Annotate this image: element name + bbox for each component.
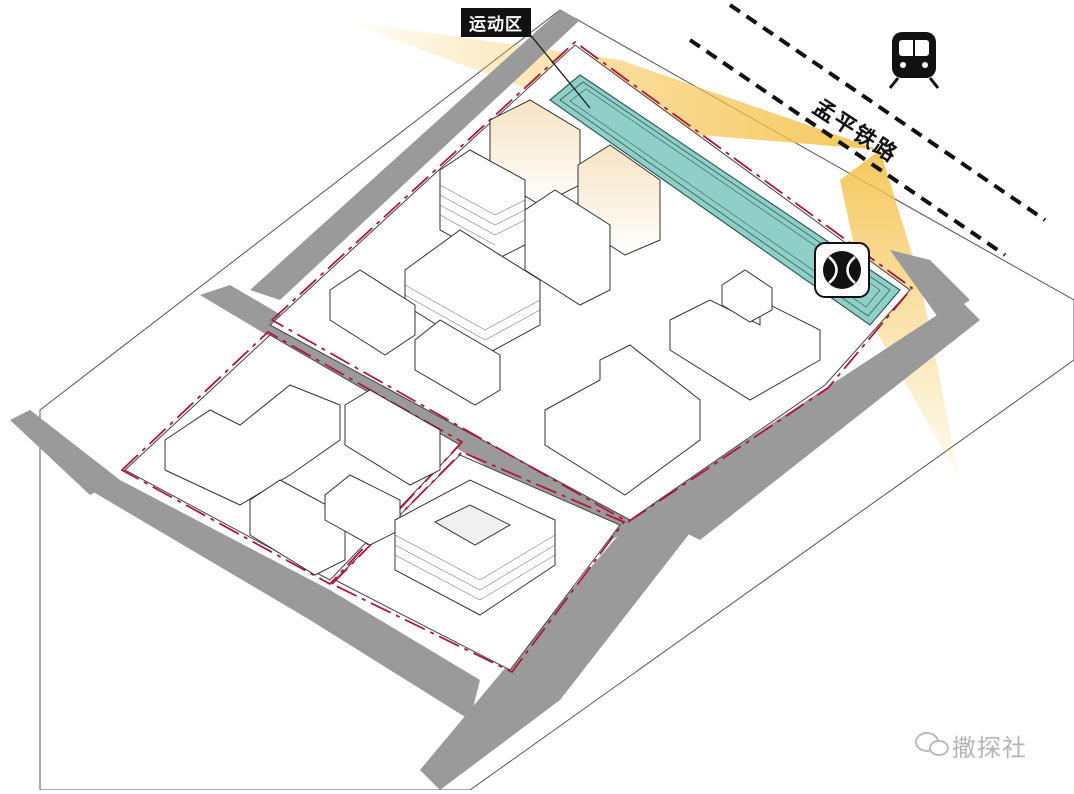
railway-track-2 [688, 38, 1007, 257]
tennis-ball-icon [814, 242, 870, 298]
building-courtyard-east [394, 479, 556, 616]
watermark-text: 撒探社 [952, 734, 1027, 762]
road-northeast [890, 250, 970, 320]
building-slab-4 [344, 389, 441, 486]
building-slab-5 [249, 479, 346, 576]
road-diagonal-south [420, 510, 700, 790]
road-west-vertical [250, 10, 580, 300]
boundary-north [270, 40, 914, 524]
road-south-main [90, 480, 480, 720]
boundary-southwest [120, 330, 464, 586]
building-slab-2 [329, 269, 416, 356]
road-east [640, 300, 980, 540]
road-left-horizontal [10, 410, 120, 495]
building-l-shape-1 [544, 344, 701, 496]
building-courtyard-west [164, 384, 341, 506]
wechat-icon [915, 732, 949, 756]
building-small [721, 269, 773, 323]
sports-zone-label: 运动区 [461, 8, 531, 37]
railway-track-1 [728, 3, 1047, 222]
building-slab-3 [414, 319, 501, 406]
sports-label-leader [527, 31, 591, 109]
road-inner-horizontal [200, 285, 640, 540]
floor-lines-tower-1 [439, 184, 526, 246]
floor-lines-courtyard-east [394, 534, 556, 601]
railway-glow-right [840, 150, 960, 480]
train-icon [888, 32, 940, 89]
building-tower-2 [524, 189, 611, 306]
floor-lines-slab-1 [404, 284, 541, 341]
boundary-southeast [330, 450, 626, 674]
building-courtyard-east-void [433, 504, 512, 546]
